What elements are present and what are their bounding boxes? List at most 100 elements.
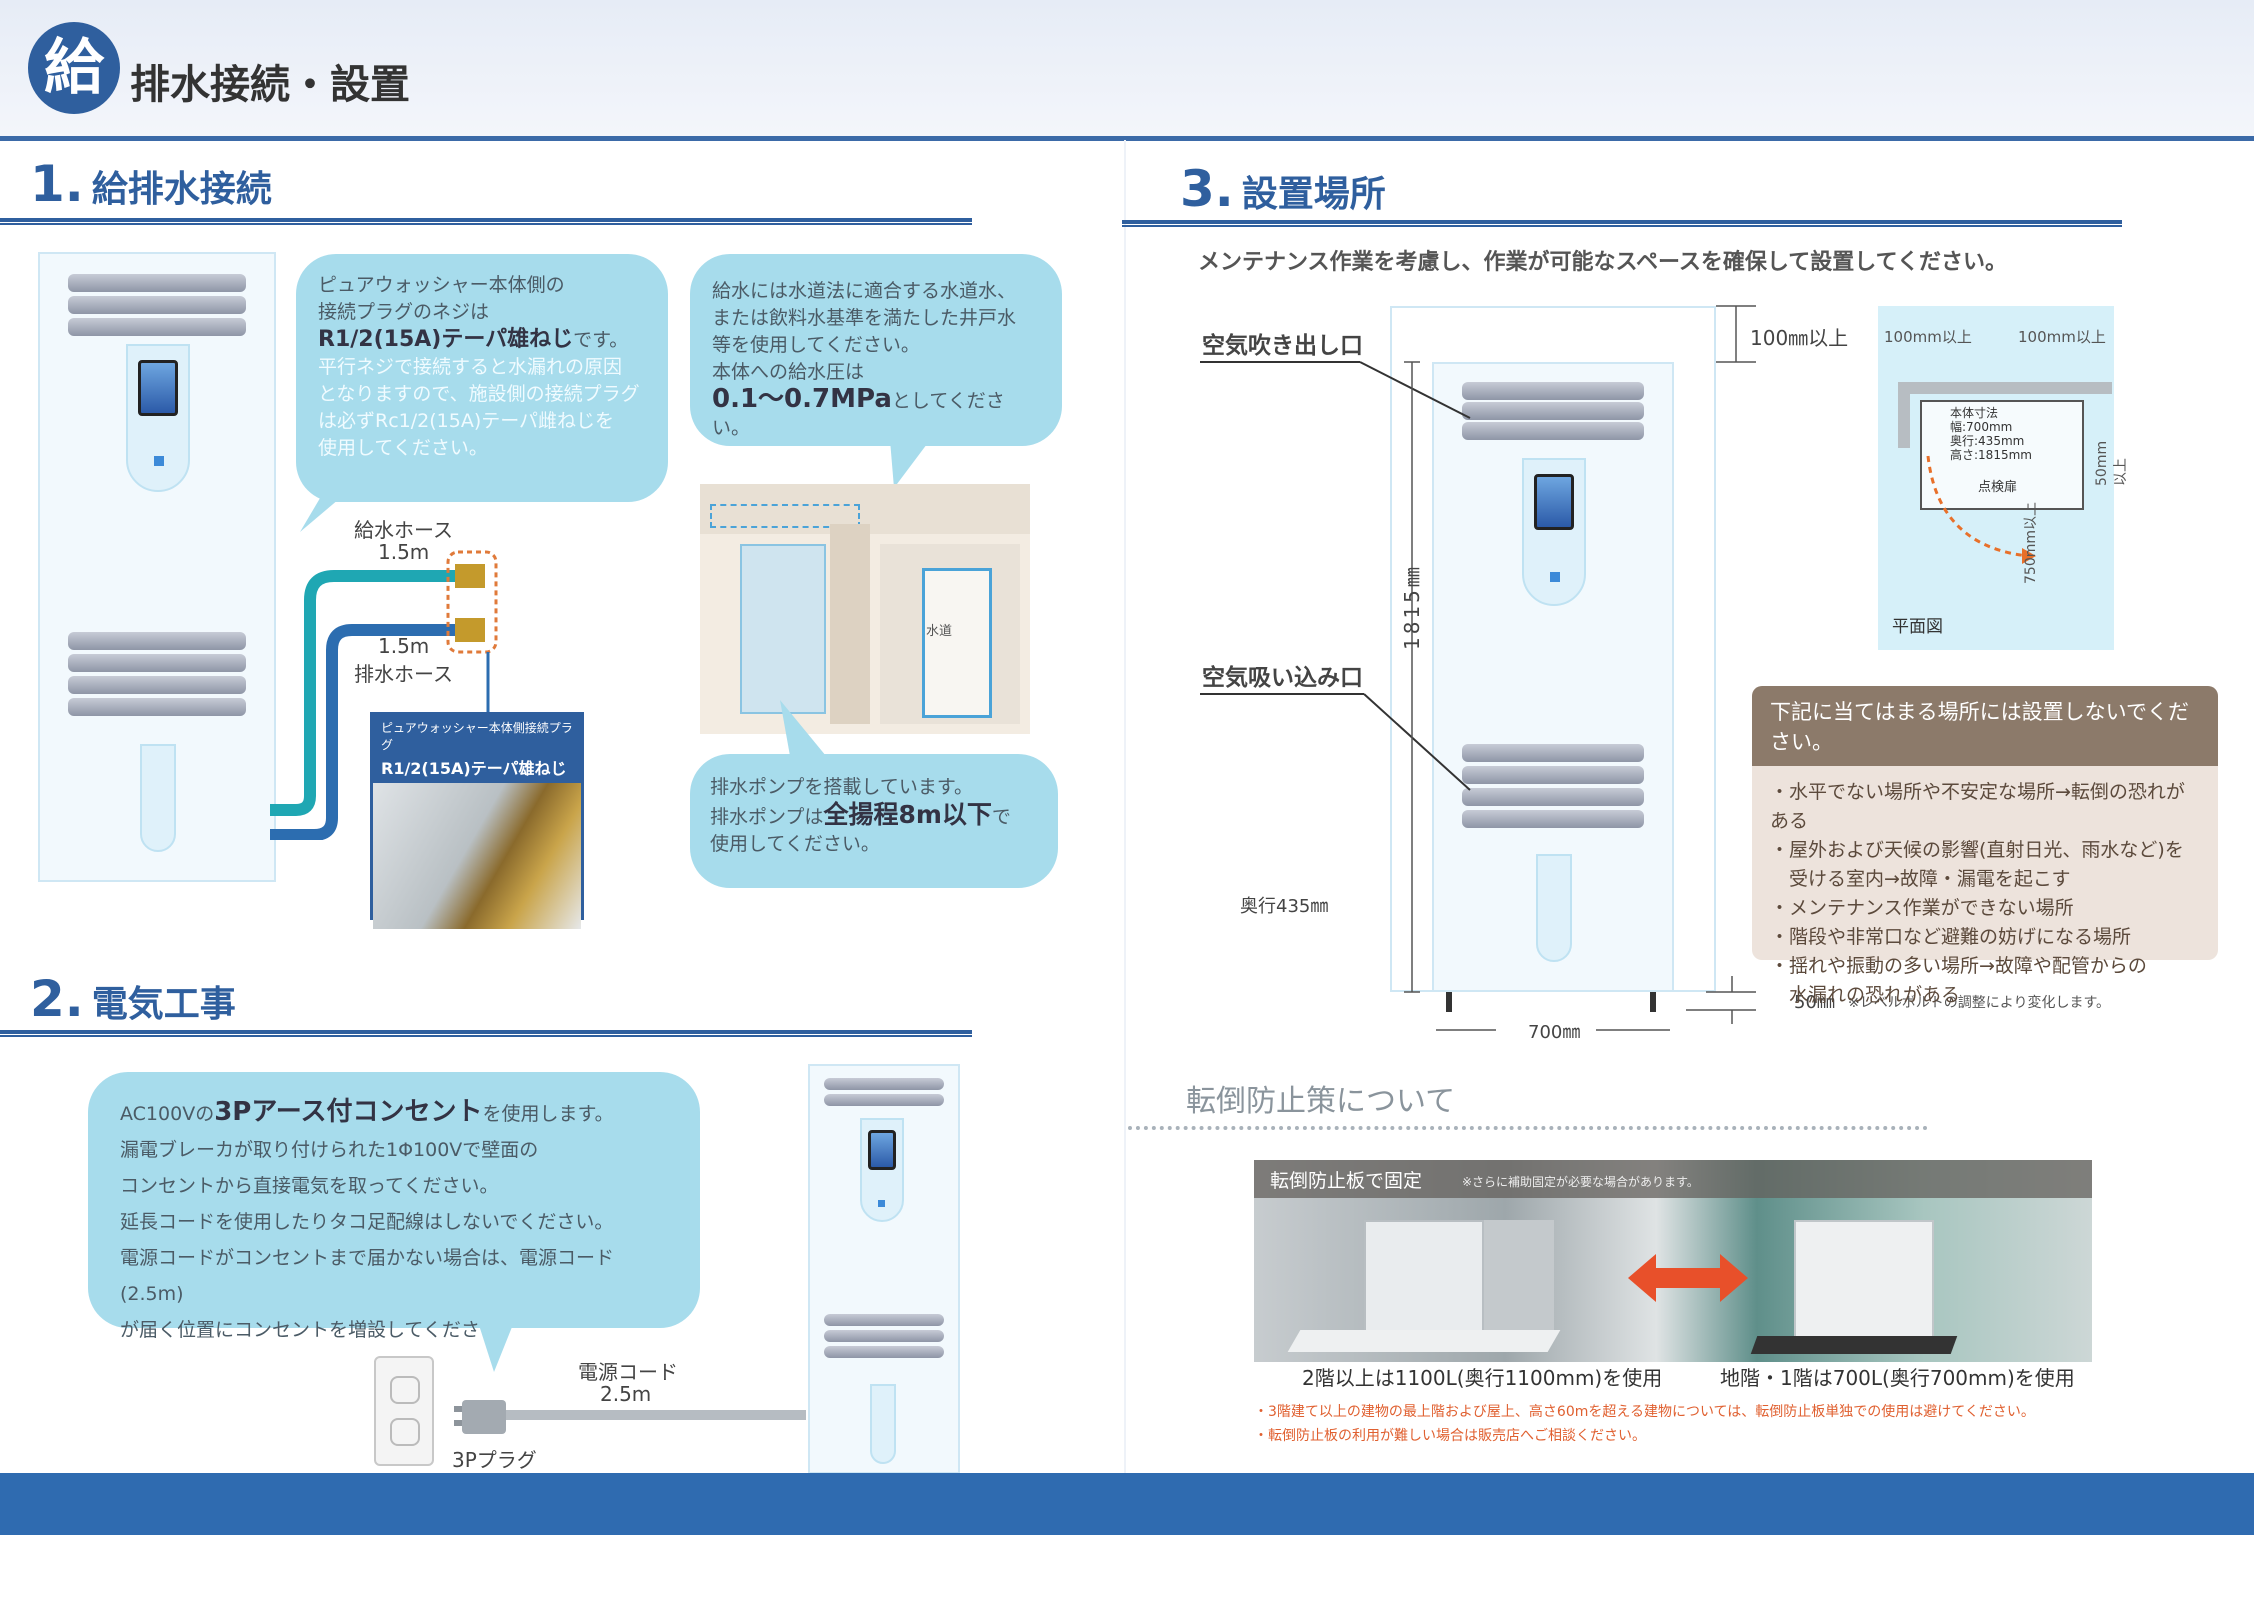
- plug-photo: [373, 783, 581, 929]
- dimension-lines: [1200, 305, 1756, 1031]
- plug-label: 3Pプラグ: [452, 1448, 537, 1472]
- section2-rule: [0, 1030, 972, 1037]
- bubble-text: としてください。: [712, 390, 1005, 439]
- top-clearance-label: 100㎜以上: [1750, 326, 1849, 350]
- handle-slot: [870, 1384, 896, 1464]
- warning-item: 水漏れの恐れがある: [1770, 984, 1961, 1006]
- display-screen: [868, 1130, 896, 1170]
- header-band: [0, 0, 2254, 140]
- caption-upper-floors: 2階以上は1100L(奥行1100mm)を使用: [1302, 1366, 1663, 1390]
- vent-slat: [824, 1330, 944, 1342]
- warning-item: ・メンテナンス作業ができない場所: [1770, 897, 2074, 919]
- plan-caption: 平面図: [1892, 617, 1943, 637]
- plan-front-clearance: 750mm以上: [2023, 502, 2039, 584]
- plug-box-spec: R1/2(15A)テーパ雄ねじ: [381, 759, 567, 778]
- bubble-text: 使用してください。: [710, 833, 880, 855]
- tipover-photo: 転倒防止板で固定 ※さらに補助固定が必要な場合があります。: [1254, 1160, 2092, 1362]
- speech-bubble-electric: AC100Vの3Pアース付コンセントを使用します。 漏電ブレーカが取り付けられた…: [88, 1072, 700, 1341]
- plan-unit: 本体寸法 幅:700mm 奥行:435mm 高さ:1815mm 点検扉: [1920, 400, 2084, 510]
- bubble-text: を使用します。: [482, 1103, 614, 1125]
- plug-box-caption: ピュアウォッシャー本体側接続プラグ: [381, 721, 573, 752]
- vent-slat: [1462, 422, 1644, 440]
- handle-slot: [1536, 854, 1572, 962]
- double-arrow-icon: [1628, 1254, 1748, 1302]
- plan-inspection-door: 点検扉: [1978, 480, 2018, 495]
- warning-item: 受ける室内→故障・漏電を起こす: [1770, 868, 2071, 890]
- warning-item: ・屋外および天候の影響(直射日光、雨水など)を: [1770, 839, 2184, 861]
- warning-box: 下記に当てはまる場所には設置しないでください。 ・水平でない場所や不安定な場所→…: [1752, 686, 2218, 1006]
- drain-hose-length: 1.5m: [378, 634, 430, 658]
- section1-heading: 1.給排水接続: [30, 155, 272, 213]
- bubble-tail: [890, 440, 930, 488]
- handle-slot: [140, 744, 176, 852]
- bottom-gap-label: 50㎜: [1794, 992, 1835, 1013]
- vent-slat: [68, 296, 246, 314]
- vent-slat: [824, 1078, 944, 1090]
- section1-number: 1.: [30, 155, 84, 213]
- unit-illustration-1: [38, 252, 276, 882]
- section2-title: 電気工事: [91, 984, 236, 1025]
- supply-hose-length: 1.5m: [378, 540, 430, 564]
- unit-illustration-2: [808, 1064, 960, 1474]
- vent-slat: [68, 654, 246, 672]
- bubble-text: です。: [573, 329, 629, 351]
- status-led: [878, 1200, 885, 1207]
- section3-rule: [1122, 220, 2122, 227]
- footer-band: [0, 1473, 2254, 1535]
- tipover-rule: [1128, 1126, 1928, 1130]
- bubble-text: 排水ポンプは: [710, 806, 824, 828]
- room-label: 水道: [926, 624, 953, 639]
- bubble-text: 電源コードがコンセントまで届かない場合は、電源コード(2.5m): [120, 1247, 615, 1305]
- display-screen: [1534, 474, 1574, 530]
- warning-item: ・揺れや振動の多い場所→故障や配管からの: [1770, 955, 2147, 977]
- bubble-text: ピュアウォッシャー本体側の: [318, 274, 565, 296]
- vent-slat: [68, 698, 246, 716]
- vent-slat: [68, 676, 246, 694]
- plan-right-clearance: 100mm以上: [2018, 328, 2106, 346]
- bubble-tail: [478, 1322, 514, 1372]
- section3-title: 設置場所: [1241, 174, 1386, 215]
- warning-title: 下記に当てはまる場所には設置しないでください。: [1752, 686, 2218, 766]
- status-led: [1550, 572, 1560, 582]
- bubble-text: 漏電ブレーカが取り付けられた1Φ100Vで壁面の: [120, 1139, 539, 1161]
- air-inlet-label: 空気吸い込み口: [1202, 665, 1363, 691]
- plan-dim-height: 高さ:1815mm: [1950, 448, 2032, 462]
- plan-dims-title: 本体寸法: [1950, 406, 1999, 420]
- control-panel: [126, 344, 190, 492]
- power-cord: [454, 1400, 806, 1434]
- unit-illustration-3: [1432, 362, 1674, 992]
- section1-rule: [0, 218, 972, 225]
- height-label: 1815㎜: [1400, 564, 1424, 650]
- caption-ground-floors: 地階・1階は700L(奥行700mm)を使用: [1720, 1366, 2075, 1390]
- bubble-text: 延長コードを使用したりタコ足配線はしないでください。: [120, 1211, 614, 1233]
- drain-hose-label: 排水ホース: [354, 662, 453, 686]
- photo-note: ※さらに補助固定が必要な場合があります。: [1462, 1175, 1699, 1189]
- section3-heading: 3.設置場所: [1180, 160, 1386, 218]
- bubble-text: または飲料水基準を満たした井戸水: [712, 307, 1017, 329]
- plan-wall: [1898, 382, 2112, 394]
- supply-hose-label: 給水ホース: [354, 518, 453, 542]
- room-illustration: 水道: [700, 484, 1030, 734]
- footer-margin: [0, 1535, 2254, 1597]
- speech-bubble-thread: ピュアウォッシャー本体側の 接続プラグのネジは R1/2(15A)テーパ雄ねじで…: [296, 254, 668, 502]
- bubble-text: で: [991, 806, 1011, 828]
- bubble-text: 給水には水道法に適合する水道水、: [712, 280, 1017, 302]
- air-outlet-label: 空気吹き出し口: [1202, 333, 1363, 359]
- bubble-emphasis: 0.1〜0.7MPa: [712, 384, 892, 414]
- bubble-tail: [300, 488, 352, 532]
- bubble-text: が届く位置にコンセントを増設してください。: [120, 1319, 518, 1341]
- door-swing-arc: [1926, 455, 2036, 564]
- bubble-text: は必ずRc1/2(15A)テーパ雌ねじを: [318, 410, 615, 432]
- control-panel: [860, 1118, 904, 1222]
- section1-title: 給排水接続: [91, 169, 272, 210]
- vent-slat: [68, 318, 246, 336]
- depth-label: 奥行435㎜: [1240, 896, 1329, 917]
- header-icon-char: 給: [28, 22, 120, 114]
- bubble-text: コンセントから直接電気を取ってください。: [120, 1175, 499, 1197]
- tipover-title: 転倒防止策について: [1186, 1084, 1456, 1119]
- bubble-text: 接続プラグのネジは: [318, 301, 490, 323]
- warning-item: ・階段や非常口など避難の妨げになる場所: [1770, 926, 2132, 948]
- section2-number: 2.: [30, 970, 84, 1028]
- page-fold: [1124, 140, 1126, 1473]
- vent-slat: [1462, 788, 1644, 806]
